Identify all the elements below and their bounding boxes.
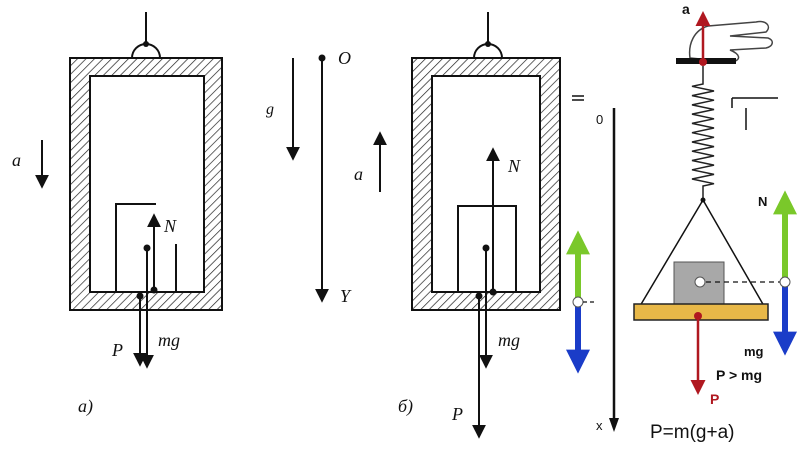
right-spring-figure: 0 x a P N mg [566, 1, 797, 443]
middle-caption: б) [398, 396, 413, 417]
middle-accel-label: a [354, 164, 363, 184]
middle-normal-label: N [507, 156, 521, 176]
right-gravity-label: mg [744, 344, 764, 359]
inequality-text: P > mg [716, 367, 762, 383]
left-caption: а) [78, 396, 93, 417]
top-right-bracket [731, 97, 778, 130]
axis-y-label: Y [340, 286, 352, 306]
left-weight-label: P [111, 340, 123, 360]
middle-weight-label: P [451, 404, 463, 424]
wooden-pan [633, 303, 769, 321]
middle-elevator-figure: a N mg P б) [354, 12, 561, 439]
left-normal-label: N [163, 216, 177, 236]
left-elevator-figure: a N P mg а) [12, 12, 223, 417]
left-hook [131, 43, 161, 59]
middle-hook [473, 43, 503, 59]
right-accel-label: a [682, 1, 690, 17]
axis-origin-point [318, 54, 326, 62]
left-cabin-walls [69, 57, 223, 311]
left-accel-label: a [12, 150, 21, 170]
spring [691, 66, 715, 200]
right-weight-label: P [710, 391, 719, 407]
axis-origin-label: O [338, 48, 351, 68]
left-box [115, 203, 156, 292]
gravity-label: g [266, 101, 274, 118]
middle-gravity-label: mg [498, 330, 520, 350]
gravity-axis-figure: g O Y [266, 48, 352, 306]
middle-cabin-walls [411, 57, 561, 311]
x-axis-origin-label: 0 [596, 112, 603, 127]
hand-illustration [688, 20, 773, 63]
left-gravity-label: mg [158, 330, 180, 350]
right-normal-label: N [758, 194, 767, 209]
x-axis-label: x [596, 418, 603, 433]
formula-text: P=m(g+a) [650, 422, 734, 443]
